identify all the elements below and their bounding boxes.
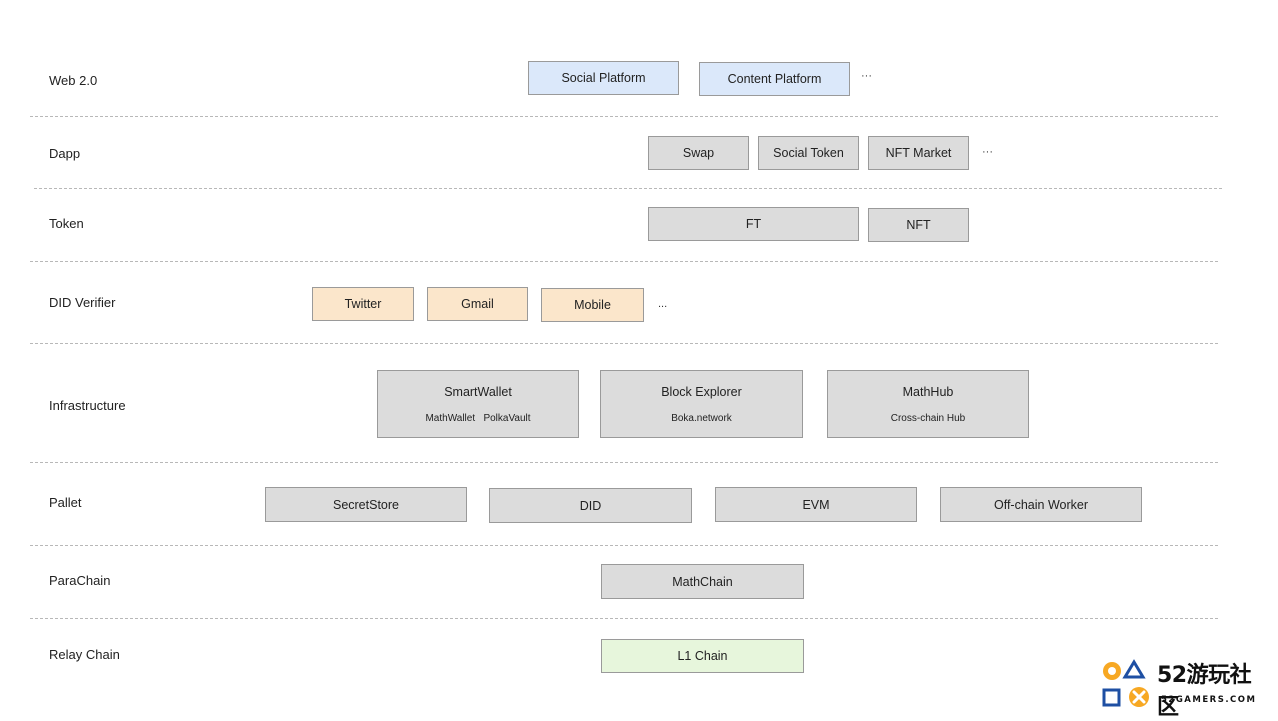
block-explorer-subtitle: Boka.network xyxy=(671,412,732,424)
block-explorer-box: Block Explorer Boka.network xyxy=(600,370,803,438)
l1-chain-box: L1 Chain xyxy=(601,639,804,673)
gamepad-symbols-icon xyxy=(1102,659,1149,707)
layer-label-pallet: Pallet xyxy=(49,495,82,510)
layer-label-dapp: Dapp xyxy=(49,146,81,161)
mathhub-subtitle: Cross-chain Hub xyxy=(890,412,966,424)
layer-label-relay-chain: Relay Chain xyxy=(49,647,120,662)
evm-box: EVM xyxy=(715,487,917,522)
smartwallet-box: SmartWallet MathWallet PolkaVault xyxy=(377,370,579,438)
layer-divider xyxy=(30,545,1218,546)
mathhub-title: MathHub xyxy=(902,384,954,399)
layer-divider xyxy=(30,343,1218,344)
layer-divider xyxy=(30,116,1218,117)
layer-label-parachain: ParaChain xyxy=(49,573,111,588)
content-platform-box: Content Platform xyxy=(699,62,850,96)
layer-divider xyxy=(30,261,1218,262)
swap-box: Swap xyxy=(648,136,749,170)
watermark-main-text: 52游玩社区 xyxy=(1157,663,1252,720)
mathchain-box: MathChain xyxy=(601,564,804,599)
web2-more-ellipsis: ··· xyxy=(861,70,872,82)
ft-box: FT xyxy=(648,207,859,241)
layer-label-web2: Web 2.0 xyxy=(49,73,98,88)
twitter-verifier-box: Twitter xyxy=(312,287,414,321)
layer-divider xyxy=(34,188,1222,189)
layer-label-token: Token xyxy=(49,216,84,231)
mathhub-box: MathHub Cross-chain Hub xyxy=(827,370,1029,438)
smartwallet-subtitle: MathWallet PolkaVault xyxy=(425,412,531,424)
smartwallet-title: SmartWallet xyxy=(444,384,512,399)
block-explorer-title: Block Explorer xyxy=(661,384,742,399)
did-box: DID xyxy=(489,488,692,523)
watermark-sub-text: 52GAMERS.COM xyxy=(1161,695,1257,705)
watermark-logo: 52游玩社区 52GAMERS.COM xyxy=(1101,657,1271,720)
layer-divider xyxy=(30,462,1218,463)
social-platform-box: Social Platform xyxy=(528,61,679,95)
layer-label-did-verifier: DID Verifier xyxy=(49,295,116,310)
nft-market-box: NFT Market xyxy=(868,136,969,170)
did-verifier-more-ellipsis: ... xyxy=(658,298,668,310)
secretstore-box: SecretStore xyxy=(265,487,467,522)
dapp-more-ellipsis: ··· xyxy=(982,146,993,158)
social-token-box: Social Token xyxy=(758,136,859,170)
offchain-worker-box: Off-chain Worker xyxy=(940,487,1142,522)
gmail-verifier-box: Gmail xyxy=(427,287,528,321)
layer-divider xyxy=(30,618,1218,619)
mobile-verifier-box: Mobile xyxy=(541,288,644,322)
nft-box: NFT xyxy=(868,208,969,242)
layer-label-infrastructure: Infrastructure xyxy=(49,398,126,413)
